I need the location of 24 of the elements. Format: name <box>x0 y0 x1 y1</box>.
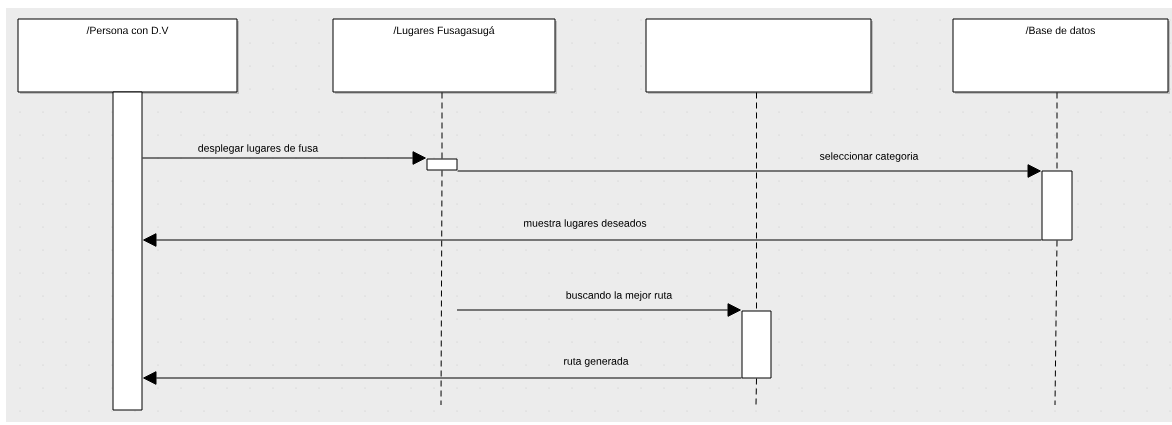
message-label: ruta generada <box>564 357 629 367</box>
lifeline <box>1056 92 1058 171</box>
participant-box: /Base de datos <box>952 18 1170 94</box>
message-arrow <box>143 233 1042 247</box>
lifeline <box>441 92 443 159</box>
message-label: muestra lugares deseados <box>524 219 647 229</box>
participant-box <box>645 18 873 94</box>
participant-box: /Persona con D.V <box>17 18 239 94</box>
activation-bar <box>1041 170 1073 241</box>
lifeline <box>755 378 757 406</box>
message-label: desplegar lugares de fusa <box>198 144 319 154</box>
lifeline <box>1054 240 1058 406</box>
activation-bar <box>426 158 458 171</box>
lifeline <box>440 170 443 406</box>
lifeline <box>756 92 757 311</box>
activation-bar <box>741 310 772 379</box>
message-arrow <box>456 303 741 317</box>
message-arrow <box>142 151 426 165</box>
activation-bar <box>112 91 143 411</box>
message-arrow <box>457 164 1041 178</box>
message-label: seleccionar categoria <box>819 152 919 162</box>
message-label: buscando la mejor ruta <box>566 291 673 301</box>
message-arrow <box>143 371 742 385</box>
participant-box: /Lugares Fusagasugá <box>332 18 557 94</box>
